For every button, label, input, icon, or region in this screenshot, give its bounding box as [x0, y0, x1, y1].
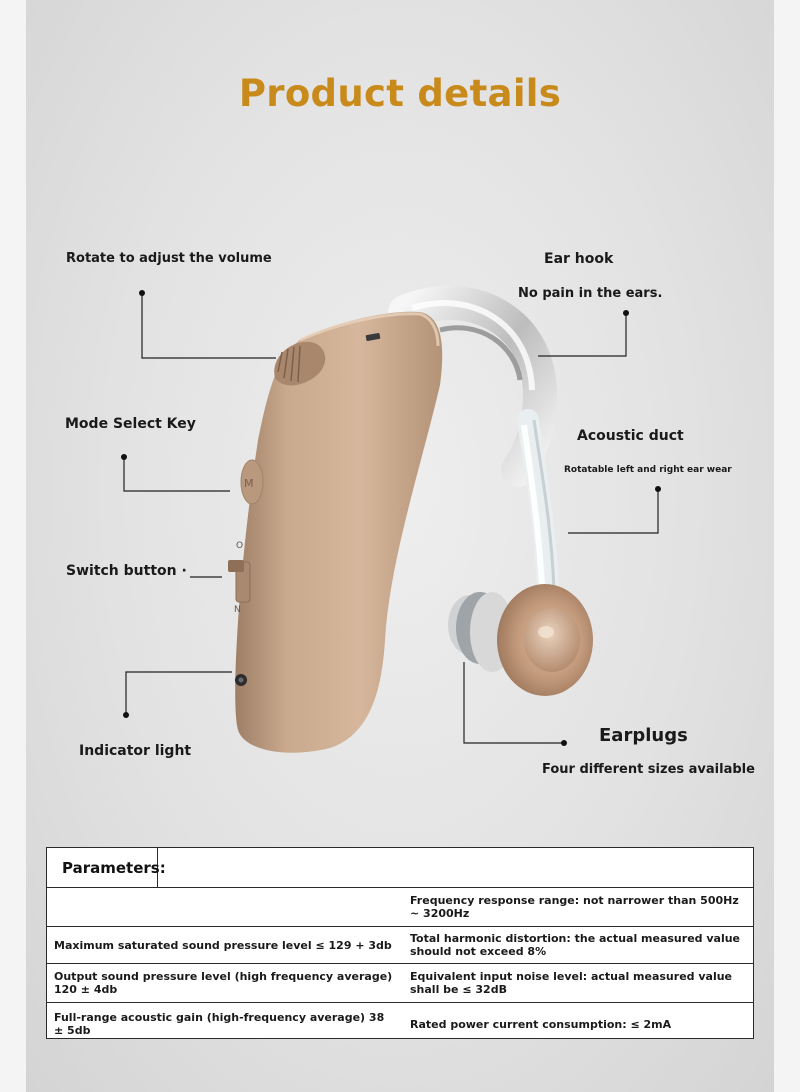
callout-acoustic-duct: Acoustic duct	[577, 428, 684, 444]
callout-ear-hook: Ear hook	[544, 251, 614, 267]
param-cell: Output sound pressure level (high freque…	[46, 963, 402, 1003]
param-cell: Rated power current consumption: ≤ 2mA	[402, 1002, 754, 1045]
param-cell: Total harmonic distortion: the actual me…	[402, 926, 754, 964]
callout-indicator-light: Indicator light	[79, 743, 192, 759]
switch-off-letter: N	[234, 605, 241, 615]
callout-earplugs: Earplugs	[599, 725, 688, 746]
switch-on-letter: O	[236, 541, 243, 551]
param-cell: Full-range acoustic gain (high-frequency…	[46, 1002, 402, 1045]
callout-dots	[121, 290, 661, 746]
callout-mode-key: Mode Select Key	[65, 416, 196, 432]
table-row: Full-range acoustic gain (high-frequency…	[46, 1002, 754, 1045]
acoustic-duct	[517, 409, 559, 601]
earplug	[448, 584, 593, 696]
param-cell	[46, 887, 402, 927]
device-body: M O N	[228, 311, 443, 753]
callout-lines	[123, 293, 659, 744]
table-row: Maximum saturated sound pressure level ≤…	[46, 926, 754, 964]
callout-ear-hook-note: No pain in the ears.	[518, 286, 663, 301]
callout-earplugs-note: Four different sizes available	[542, 762, 755, 777]
callout-volume: Rotate to adjust the volume	[66, 251, 272, 266]
param-cell: Equivalent input noise level: actual mea…	[402, 963, 754, 1003]
callout-acoustic-duct-note: Rotatable left and right ear wear	[564, 465, 732, 475]
parameters-heading: Parameters:	[46, 847, 166, 887]
param-cell: Frequency response range: not narrower t…	[402, 887, 754, 927]
table-row: Output sound pressure level (high freque…	[46, 963, 754, 1003]
callout-switch-button: Switch button ·	[66, 563, 187, 579]
param-cell: Maximum saturated sound pressure level ≤…	[46, 926, 402, 964]
page-title: Product details	[238, 72, 562, 115]
mode-key-letter: M	[244, 477, 254, 490]
parameters-table: Frequency response range: not narrower t…	[46, 887, 754, 1045]
table-row: Frequency response range: not narrower t…	[46, 887, 754, 927]
